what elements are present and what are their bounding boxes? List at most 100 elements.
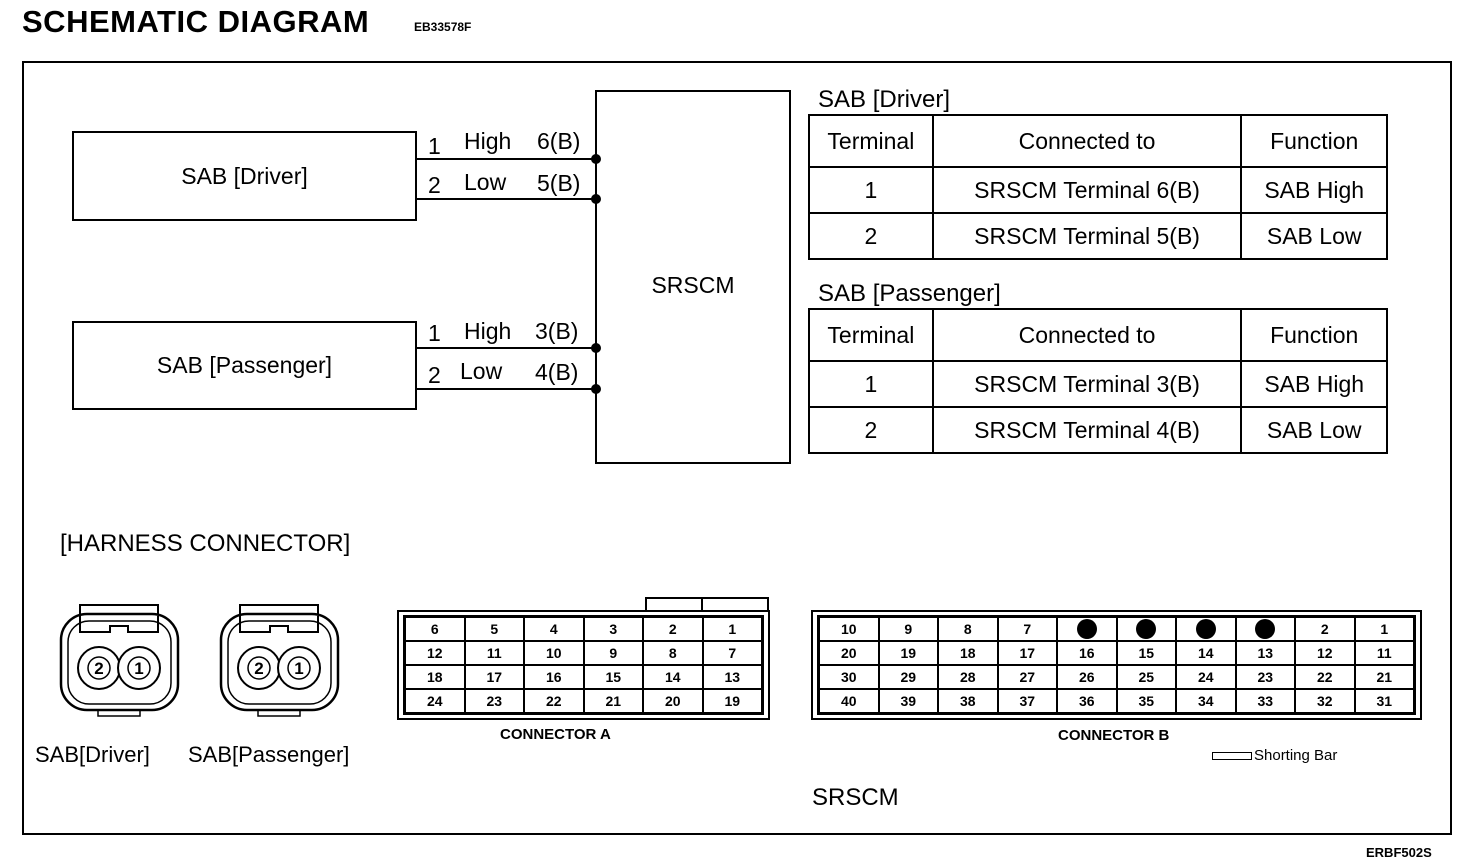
connector_b-pin-cell: 24	[1176, 665, 1236, 689]
shorting-bar-legend: Shorting Bar	[1254, 747, 1338, 764]
wire-pin: 2	[428, 172, 441, 198]
connector_a-pin-cell: 8	[643, 641, 703, 665]
table-caption-driver: SAB [Driver]	[818, 86, 951, 113]
connector_b-pin-cell: 10	[819, 617, 879, 641]
connector_b-pin-cell: 28	[938, 665, 998, 689]
connector_b-pin-cell: 9	[878, 617, 938, 641]
diagram-code: EB33578F	[414, 20, 472, 34]
junction-dot	[591, 154, 601, 164]
connector-a-housing	[397, 610, 770, 720]
table-header: Function	[1240, 114, 1388, 168]
wire-terminal: 3(B)	[535, 318, 579, 344]
table-header: Terminal	[808, 308, 934, 362]
connector_b-pin-cell: 38	[938, 689, 998, 713]
wire-terminal: 5(B)	[537, 170, 581, 196]
connector_a-pin-cell: 21	[583, 689, 643, 713]
table-row: 1 SRSCM Terminal 6(B) SAB High	[808, 166, 1388, 214]
connector_b-pin-cell: 40	[819, 689, 879, 713]
wire-passenger-high	[417, 347, 597, 349]
connector-a-latch	[645, 597, 703, 612]
connector-a-label: CONNECTOR A	[500, 726, 611, 743]
table-cell: SAB Low	[1240, 406, 1388, 454]
connector_a-pin-cell: 10	[524, 641, 584, 665]
connector_a-pin-cell: 1	[702, 617, 762, 641]
connector_a-pin-cell: 4	[524, 617, 584, 641]
connector_b-pin-cell: 32	[1295, 689, 1355, 713]
wire-terminal: 6(B)	[537, 128, 581, 154]
sab-passenger-connector-label: SAB[Passenger]	[188, 742, 350, 767]
connector_a-pin-cell: 15	[583, 665, 643, 689]
shorted-pin-icon	[1235, 617, 1295, 641]
connector_b-pin-cell: 13	[1235, 641, 1295, 665]
connector_b-pin-cell: 23	[1235, 665, 1295, 689]
wire-passenger-low	[417, 388, 597, 390]
connector-a-latch	[703, 597, 769, 612]
driver-terminal-table: Terminal Connected to Function 1 SRSCM T…	[808, 114, 1388, 260]
connector_b-pin-cell: 17	[997, 641, 1057, 665]
wire-name: High	[464, 128, 512, 154]
connector_a-pin-cell: 6	[405, 617, 465, 641]
connector_b-pin-cell: 30	[819, 665, 879, 689]
connector_a-pin-cell: 14	[643, 665, 703, 689]
connector_a-pin-cell: 2	[643, 617, 703, 641]
connector_b-pin-cell: 25	[1116, 665, 1176, 689]
table-cell: 2	[808, 212, 934, 260]
srscm-box-label: SRSCM	[651, 272, 735, 298]
connector_a-pin-cell: 18	[405, 665, 465, 689]
table-cell: SRSCM Terminal 6(B)	[931, 166, 1243, 214]
connector-pin-label: 2	[94, 659, 103, 678]
connector_a-pin-cell: 16	[524, 665, 584, 689]
connector-b-housing	[811, 610, 1422, 720]
diagram-frame	[22, 61, 1452, 835]
connector_b-pin-cell: 36	[1057, 689, 1117, 713]
filled-pin-icon	[1076, 619, 1097, 639]
connector-b-label: CONNECTOR B	[1058, 727, 1170, 744]
connector_a-pin-cell: 9	[583, 641, 643, 665]
table-cell: 1	[808, 360, 934, 408]
connector-pin-label: 2	[254, 659, 263, 678]
table-row: 1 SRSCM Terminal 3(B) SAB High	[808, 360, 1388, 408]
connector_a-pin-cell: 11	[464, 641, 524, 665]
connector-pin-label: 1	[294, 659, 303, 678]
figure-code: ERBF502S	[1366, 845, 1432, 860]
filled-pin-icon	[1136, 619, 1157, 639]
passenger-terminal-table: Terminal Connected to Function 1 SRSCM T…	[808, 308, 1388, 454]
connector_b-pin-cell: 34	[1176, 689, 1236, 713]
sab-passenger-box-label: SAB [Passenger]	[156, 352, 333, 378]
connector_b-pin-cell: 2	[1295, 617, 1355, 641]
wire-name: High	[464, 318, 512, 344]
wire-name: Low	[464, 169, 507, 195]
sab-driver-connector: 2 1	[59, 604, 180, 717]
connector-pin-label: 1	[134, 659, 143, 678]
table-cell: SRSCM Terminal 4(B)	[931, 406, 1243, 454]
sab-passenger-connector: 2 1	[219, 604, 340, 717]
table-row: 2 SRSCM Terminal 5(B) SAB Low	[808, 212, 1388, 260]
junction-dot	[591, 343, 601, 353]
wire-pin: 1	[428, 320, 441, 346]
wire-driver-high	[417, 158, 597, 160]
connector_a-pin-cell: 12	[405, 641, 465, 665]
connector_b-pin-cell: 22	[1295, 665, 1355, 689]
connector_b-pin-cell: 12	[1295, 641, 1355, 665]
table-cell: 2	[808, 406, 934, 454]
table-cell: 1	[808, 166, 934, 214]
connector_a-pin-cell: 22	[524, 689, 584, 713]
connector_b-pin-cell: 19	[878, 641, 938, 665]
filled-pin-icon	[1195, 619, 1216, 639]
connector_b-pin-cell: 33	[1235, 689, 1295, 713]
srscm-box: SRSCM	[595, 90, 791, 464]
connector_b-pin-cell: 35	[1116, 689, 1176, 713]
table-header: Connected to	[931, 114, 1243, 168]
sab-driver-box-label: SAB [Driver]	[181, 162, 308, 189]
filled-pin-icon	[1255, 619, 1276, 639]
connector_a-pin-cell: 7	[702, 641, 762, 665]
sab-driver-box: SAB [Driver]	[72, 131, 417, 221]
harness-heading: [HARNESS CONNECTOR]	[60, 530, 351, 557]
wire-driver-low	[417, 198, 597, 200]
table-cell: SRSCM Terminal 5(B)	[931, 212, 1243, 260]
wire-pin: 2	[428, 362, 441, 388]
page-title: SCHEMATIC DIAGRAM	[22, 4, 370, 39]
srscm-harness-label: SRSCM	[812, 784, 899, 811]
connector_a-pin-cell: 19	[702, 689, 762, 713]
